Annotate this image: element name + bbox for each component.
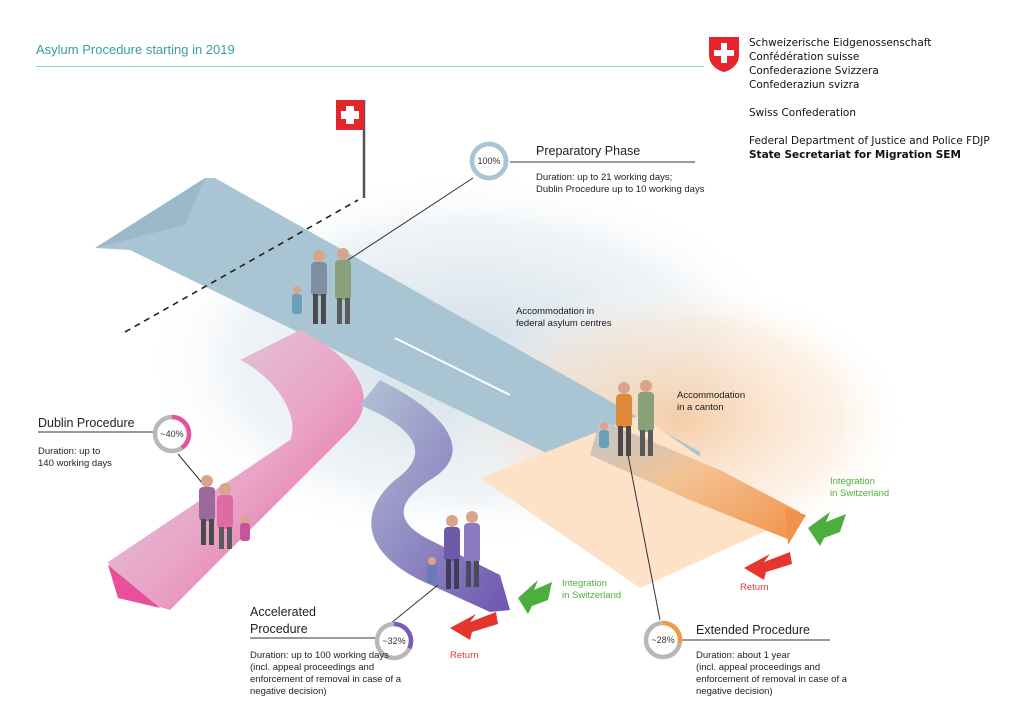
- main-path: [95, 178, 700, 488]
- dublin-label: Dublin Procedure: [38, 416, 135, 430]
- return-arrow-extended: [744, 552, 792, 580]
- confederation-language-fr: Confédération suisse: [749, 51, 860, 63]
- extended-label: Extended Procedure: [696, 623, 810, 637]
- main-path-arrowhead: [95, 178, 205, 248]
- preparatory-leader: [344, 177, 474, 263]
- canton-platform: [480, 415, 790, 588]
- confederation-language-de: Schweizerische Eidgenossenschaft: [749, 37, 932, 49]
- extended-duration: Duration: about 1 year (incl. appeal pro…: [696, 650, 848, 697]
- integration-arrow-extended: [808, 512, 846, 546]
- family-figures-canton: [599, 380, 654, 456]
- accelerated-ring-arc: [374, 621, 414, 661]
- extended-leader: [627, 454, 661, 621]
- family-figures-preparatory: [292, 248, 351, 324]
- extended-arrowhead: [785, 508, 806, 545]
- accelerated-duration: Duration: up to 100 working days (incl. …: [250, 650, 402, 697]
- family-figures-accelerated: [427, 511, 480, 589]
- accelerated-label: Accelerated Procedure: [250, 605, 317, 636]
- border-dashed-line: [124, 199, 359, 333]
- dublin-ring-arc: [152, 414, 192, 454]
- preparatory-ring-arc: [469, 141, 509, 181]
- preparatory-percent: 100%: [477, 156, 501, 166]
- federal-accommodation-label: Accommodation in federal asylum centres: [516, 306, 612, 329]
- title-rule: [36, 66, 704, 67]
- path-divider: [394, 337, 511, 396]
- dublin-path: [108, 330, 364, 610]
- dublin-percent: ~40%: [160, 429, 184, 439]
- return-label-accelerated: Return: [450, 650, 479, 661]
- department-name: Federal Department of Justice and Police…: [749, 135, 990, 147]
- canton-accommodation-label: Accommodation in a canton: [677, 390, 746, 413]
- integration-label-accelerated: Integration in Switzerland: [562, 578, 622, 601]
- confederation-language-it: Confederazione Svizzera: [749, 65, 879, 77]
- secretariat-name: State Secretariat for Migration SEM: [749, 149, 961, 161]
- family-figures-dublin: [199, 475, 250, 549]
- accelerated-path: [360, 380, 510, 612]
- integration-arrow-accelerated: [518, 580, 552, 614]
- confederation-language-rm: Confederaziun svizra: [749, 79, 860, 91]
- accelerated-percent: ~32%: [382, 636, 406, 646]
- preparatory-label: Preparatory Phase: [536, 144, 641, 158]
- extended-percent: ~28%: [651, 635, 675, 645]
- dublin-duration: Duration: up to 140 working days: [38, 446, 112, 469]
- return-label-extended: Return: [740, 582, 769, 593]
- dublin-arrowhead: [108, 565, 160, 608]
- accelerated-leader: [384, 584, 439, 629]
- preparatory-duration: Duration: up to 21 working days; Dublin …: [536, 172, 705, 195]
- integration-label-extended: Integration in Switzerland: [830, 476, 890, 499]
- return-arrow-accelerated: [450, 612, 498, 640]
- extended-ring-arc: [643, 620, 683, 660]
- page-title: Asylum Procedure starting in 2019: [36, 42, 235, 57]
- confederation-name: Swiss Confederation: [749, 107, 857, 119]
